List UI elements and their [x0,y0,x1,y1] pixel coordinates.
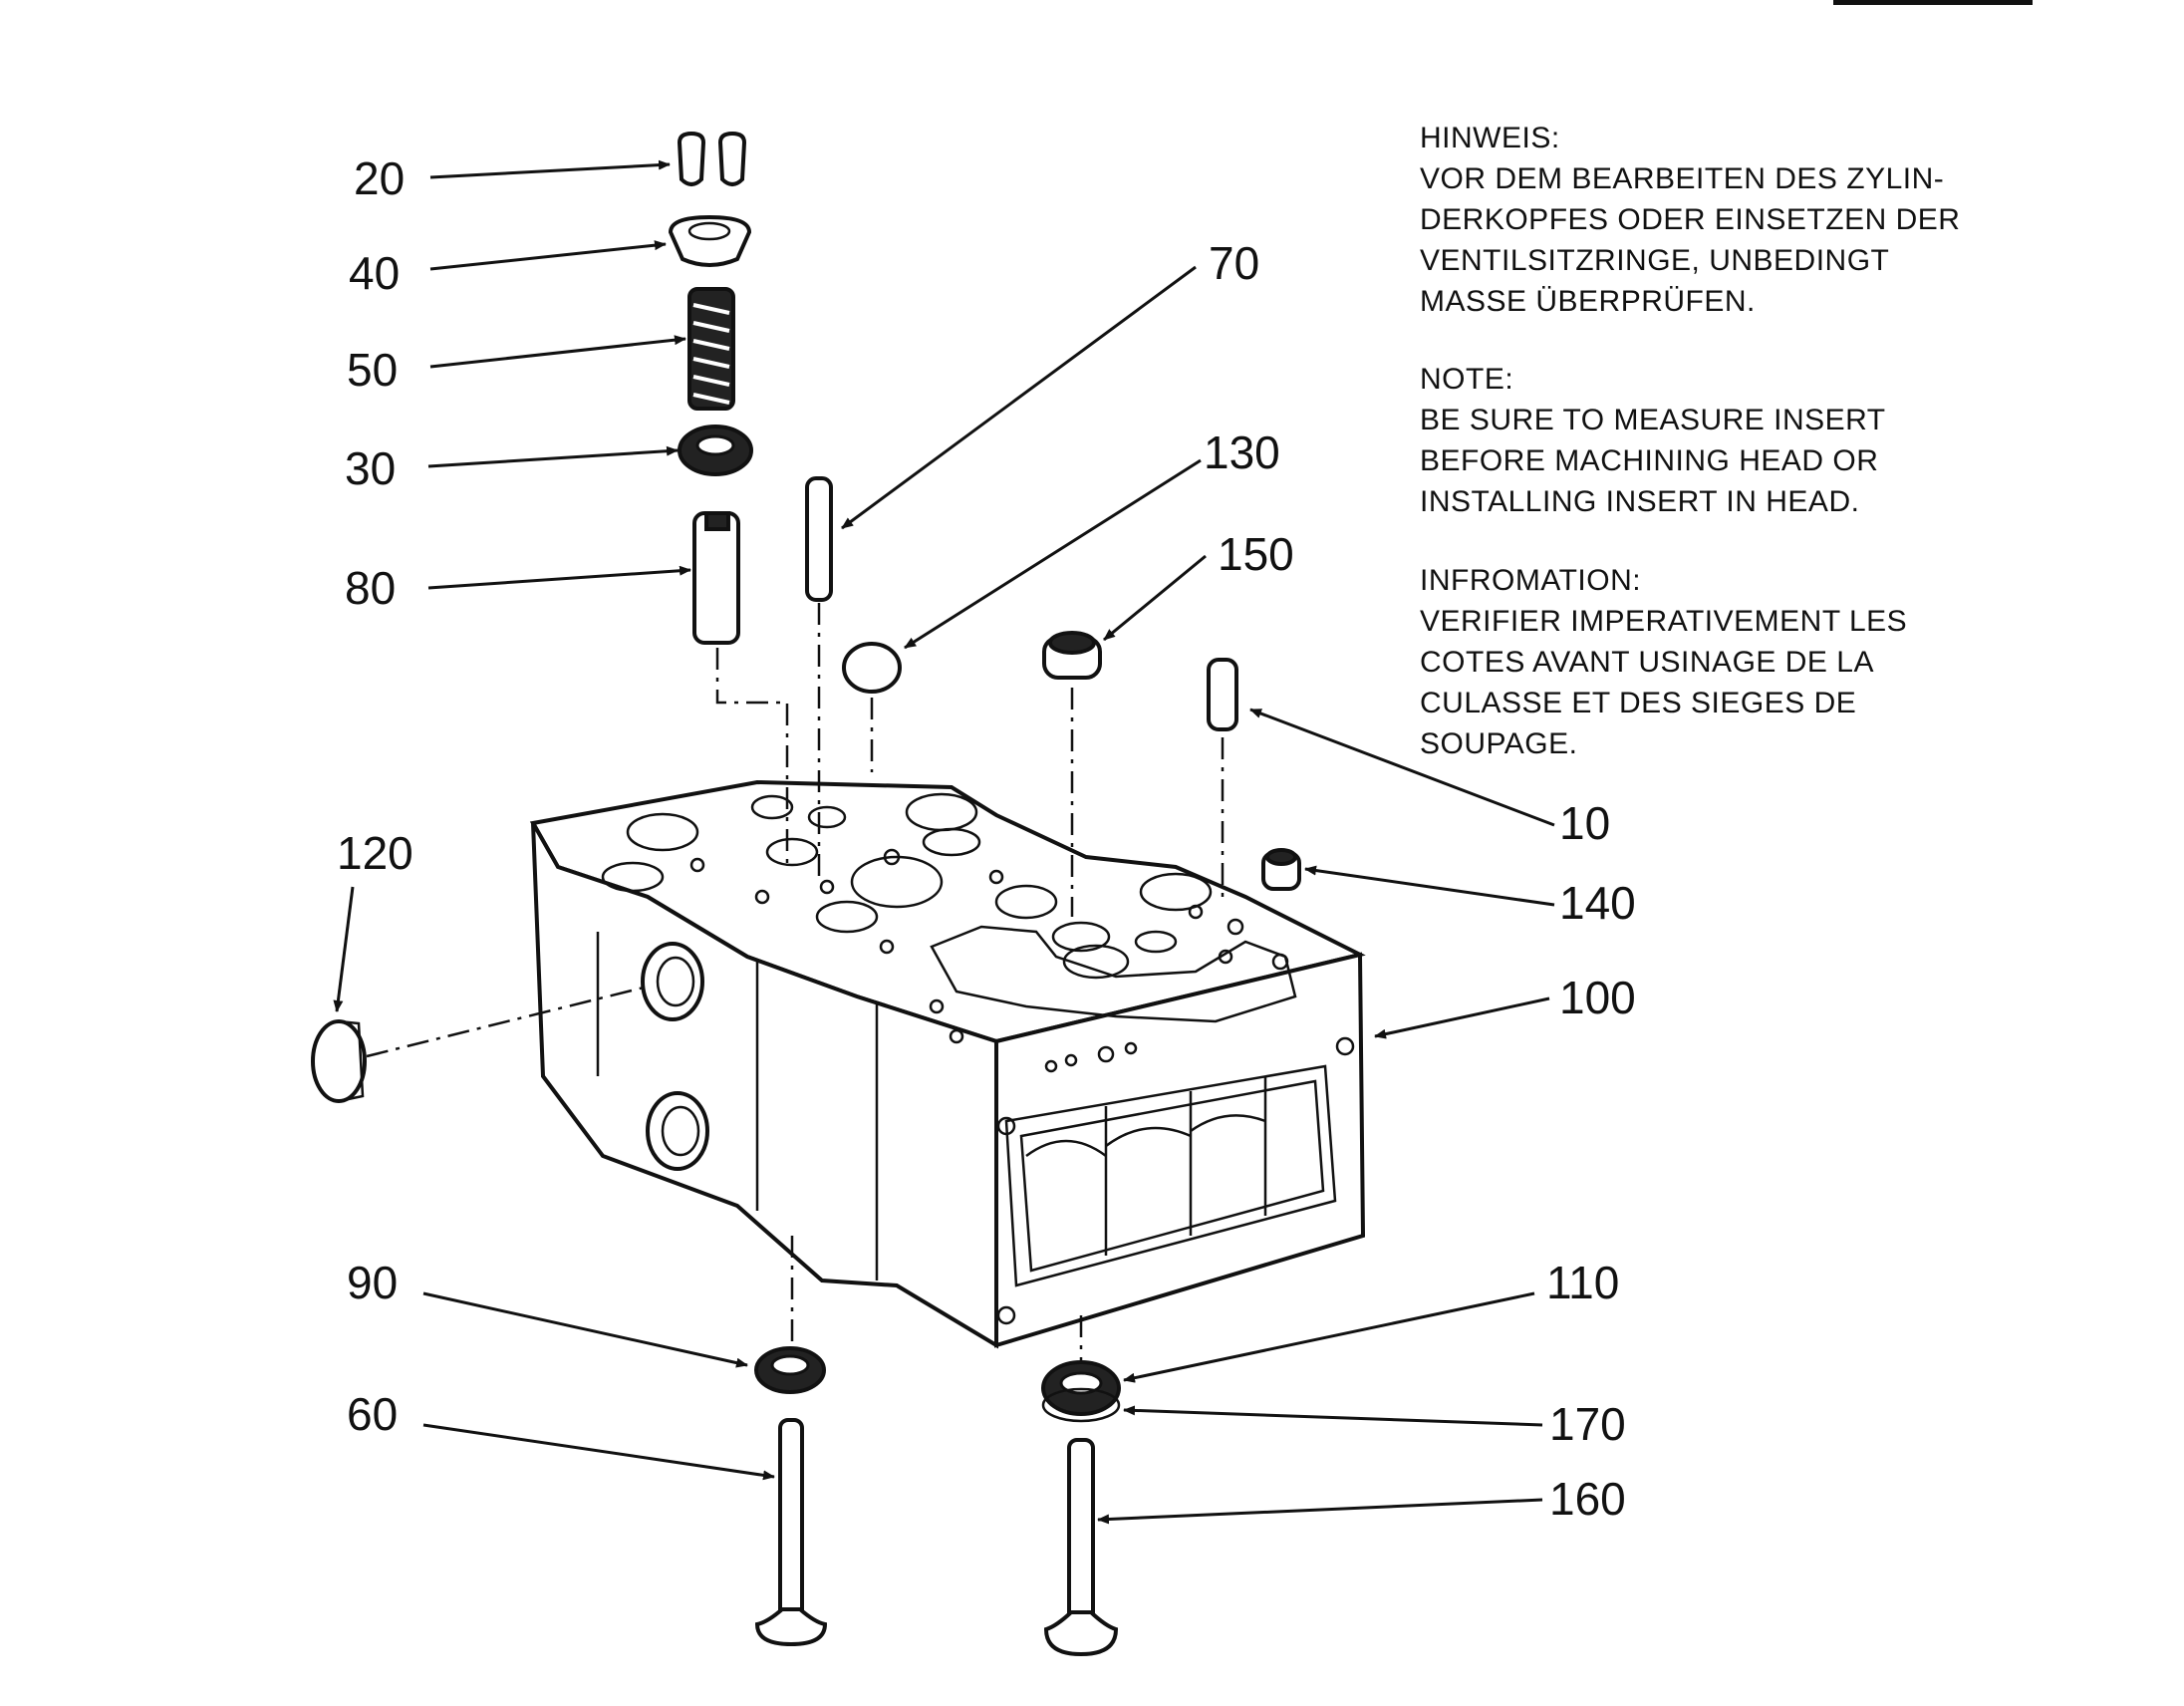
note-english: NOTE: BE SURE TO MEASURE INSERT BEFORE M… [1420,359,2117,522]
note-german-title: HINWEIS: [1420,122,1560,154]
assembly-center-lines [366,603,1225,1360]
note-german-line: VENTILSITZRINGE, UNBEDINGT [1420,244,1890,277]
callout-90: 90 [347,1257,398,1308]
callout-labels: 20 40 50 30 80 70 130 150 10 140 100 120… [337,152,1636,1525]
leader-lines [333,159,1555,1525]
callout-40: 40 [349,247,400,299]
part-160-valve [1043,1438,1119,1657]
note-german: HINWEIS: VOR DEM BEARBEITEN DES ZYLIN- D… [1420,118,2117,322]
part-30-spring-seat [678,425,753,476]
part-140-plug [1261,848,1301,891]
callout-20: 20 [354,152,405,204]
note-french-line: CULASSE ET DES SIEGES DE [1420,687,1857,719]
note-french-line: VERIFIER IMPERATIVEMENT LES [1420,605,1908,638]
note-english-line: BE SURE TO MEASURE INSERT [1420,404,1886,436]
callout-150: 150 [1218,528,1294,580]
part-130-plug [842,642,902,694]
part-120-core-plug [311,1019,367,1103]
callout-110: 110 [1546,1257,1619,1308]
note-french-line: SOUPAGE. [1420,727,1578,760]
note-german-line: MASSE ÜBERPRÜFEN. [1420,285,1756,318]
callout-170: 170 [1549,1398,1626,1450]
note-german-line: VOR DEM BEARBEITEN DES ZYLIN- [1420,162,1945,195]
callout-100: 100 [1559,972,1636,1023]
note-french-title: INFROMATION: [1420,564,1642,597]
cylinder-head-body [529,779,1366,1349]
part-70-pin [805,476,833,602]
note-english-line: INSTALLING INSERT IN HEAD. [1420,485,1860,518]
part-10-sleeve [1207,658,1238,731]
part-50-valve-spring [687,287,735,411]
part-60-valve [754,1418,828,1647]
note-french: INFROMATION: VERIFIER IMPERATIVEMENT LES… [1420,560,2117,764]
part-90-valve-seat-insert [754,1346,826,1394]
callout-30: 30 [345,442,396,494]
note-english-title: NOTE: [1420,363,1514,396]
callout-140: 140 [1559,877,1636,929]
part-40-spring-retainer [668,214,752,267]
top-edge-mark [1833,0,2033,5]
callout-60: 60 [347,1388,398,1440]
callout-50: 50 [347,344,398,396]
note-english-line: BEFORE MACHINING HEAD OR [1420,444,1879,477]
callout-130: 130 [1204,426,1280,478]
part-20-valve-keepers [677,131,747,186]
callout-80: 80 [345,562,396,614]
callout-10: 10 [1559,797,1610,849]
part-150-seal-cap [1042,631,1102,680]
callout-120: 120 [337,827,413,879]
part-110-170-valve-seat [1041,1360,1121,1423]
callout-70: 70 [1209,237,1259,289]
note-french-line: COTES AVANT USINAGE DE LA [1420,646,1874,679]
part-80-valve-guide [692,511,740,645]
note-german-line: DERKOPFES ODER EINSETZEN DER [1420,203,1961,236]
callout-160: 160 [1549,1473,1626,1525]
